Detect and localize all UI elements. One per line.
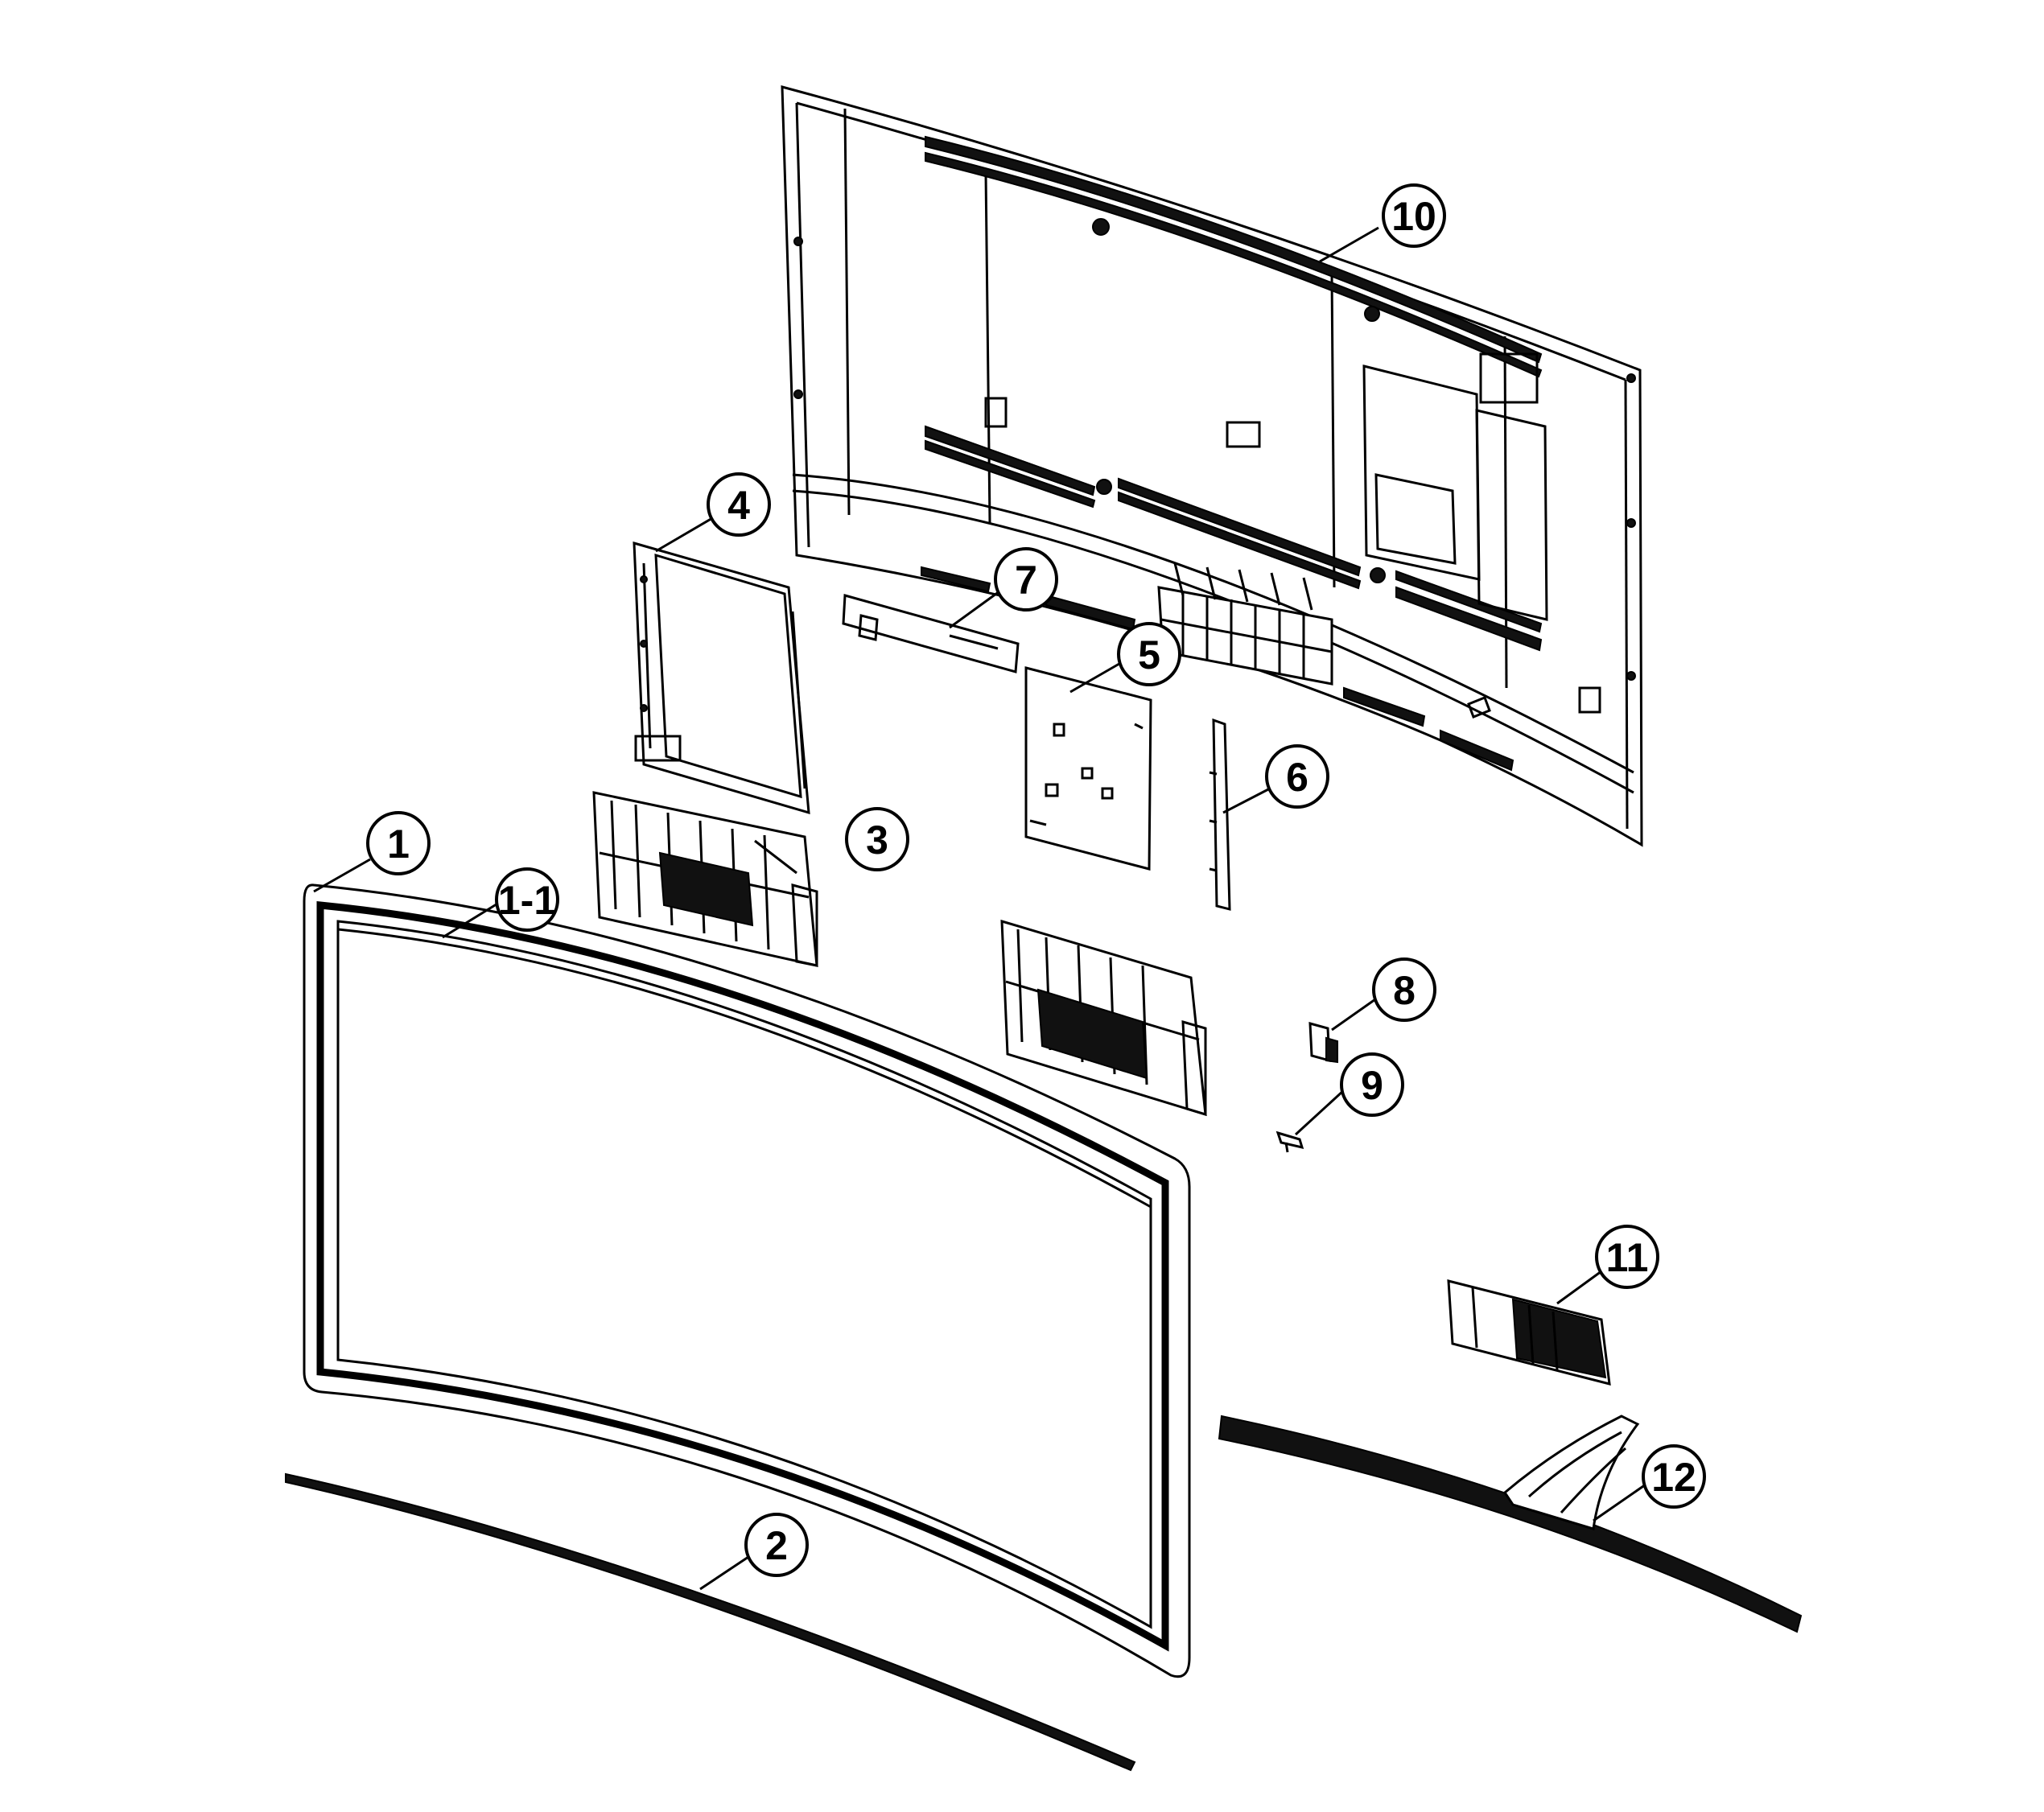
callout-1-1: 1-1 <box>495 867 559 932</box>
callout-3: 3 <box>845 807 909 871</box>
callout-2: 2 <box>744 1513 809 1577</box>
part-main-board <box>1024 666 1152 871</box>
svg-text:2: 2 <box>765 1523 788 1568</box>
part-front-bezel <box>303 883 1191 1678</box>
part-speaker-right <box>1000 919 1207 1117</box>
callout-6: 6 <box>1265 744 1329 809</box>
svg-text:1-1: 1-1 <box>498 878 556 923</box>
svg-text:8: 8 <box>1393 968 1416 1013</box>
part-clip-9 <box>1275 1130 1304 1153</box>
part-rear-cover <box>781 85 1643 847</box>
svg-text:11: 11 <box>1606 1235 1649 1280</box>
svg-text:12: 12 <box>1651 1455 1696 1500</box>
part-frame-bracket <box>633 541 810 815</box>
svg-text:6: 6 <box>1286 755 1308 800</box>
leader-lines <box>313 226 1646 1591</box>
callout-9: 9 <box>1340 1052 1404 1117</box>
part-vertical-strip <box>1209 718 1231 911</box>
callout-8: 8 <box>1372 957 1436 1022</box>
part-speaker-left <box>592 791 818 967</box>
callout-4: 4 <box>707 472 771 537</box>
callout-1: 1 <box>366 811 431 875</box>
svg-text:10: 10 <box>1391 194 1436 239</box>
callout-11: 11 <box>1595 1225 1659 1289</box>
part-stand-base <box>1218 1415 1803 1633</box>
svg-text:3: 3 <box>866 817 888 863</box>
part-stand-bracket <box>1447 1279 1611 1386</box>
svg-text:9: 9 <box>1361 1063 1383 1108</box>
part-clip-8 <box>1308 1022 1338 1064</box>
part-cable-basket <box>1157 562 1333 686</box>
callout-12: 12 <box>1642 1444 1706 1509</box>
part-bottom-strip <box>285 1472 1136 1772</box>
part-small-board <box>842 594 1020 673</box>
svg-text:4: 4 <box>727 483 750 528</box>
svg-text:7: 7 <box>1015 558 1037 603</box>
callout-10: 10 <box>1382 183 1446 248</box>
callout-5: 5 <box>1117 622 1181 686</box>
svg-text:1: 1 <box>387 822 410 867</box>
callout-7: 7 <box>994 547 1058 612</box>
svg-text:5: 5 <box>1138 632 1160 677</box>
